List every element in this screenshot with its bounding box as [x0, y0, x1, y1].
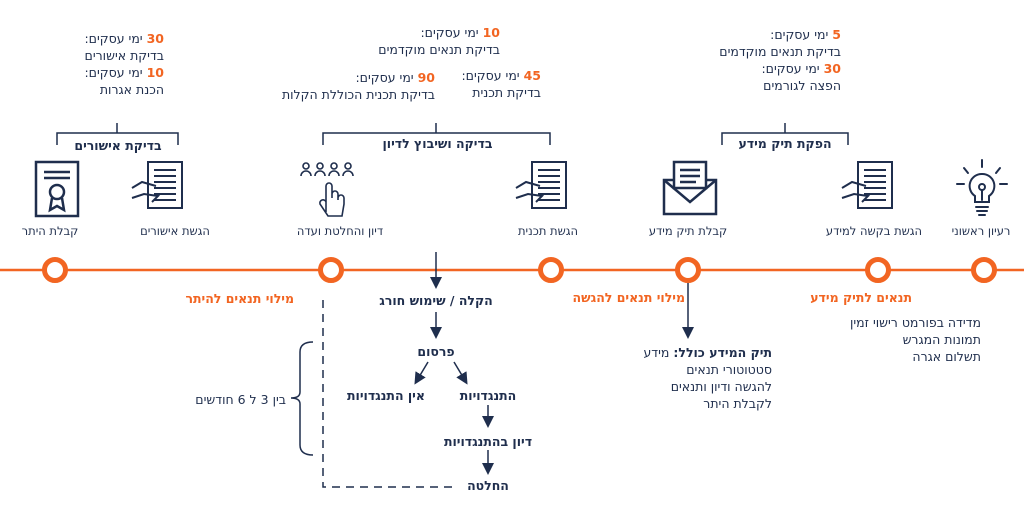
timing-review-b: 45 ימי עסקים: בדיקת תכנית: [461, 68, 541, 100]
document-hand-icon: [131, 161, 183, 209]
timeline-node-initial-idea: [971, 257, 997, 283]
info-file-conditions-title: תנאים לתיק מידע: [810, 290, 912, 305]
submission-conditions: מילוי תנאים להגשה: [572, 290, 685, 305]
duration-brace: [290, 341, 314, 456]
step-plan-submission: הגשת תכנית: [518, 224, 578, 238]
step-info-file-receipt: קבלת תיק מידע: [648, 224, 728, 238]
flow-objections-hearing: דיון בהתנגדויות: [443, 434, 533, 449]
timing-review-a: 10 ימי עסקים: בדיקת תנאים מוקדמים: [378, 25, 500, 57]
timing-review-c: 90 ימי עסקים: בדיקת תכנית הכוללת הקלות: [281, 70, 435, 102]
timing-approvals: 30 ימי עסקים: בדיקת אישורים 10 ימי עסקים…: [84, 31, 164, 97]
envelope-icon: [662, 160, 718, 216]
flow-duration: בין 3 ל 6 חודשים: [195, 392, 286, 407]
permit-conditions: מילוי תנאים להיתר: [185, 291, 294, 306]
dashed-return: [322, 296, 452, 488]
phase-approvals-check: בדיקת אישורים: [74, 138, 162, 153]
timing-info-file: 5 ימי עסקים: בדיקת תנאים מוקדמים 30 ימי …: [719, 27, 841, 93]
step-info-request: הגשת בקשה למידע: [825, 224, 923, 238]
flow-publication: פרסום: [417, 344, 455, 359]
lightbulb-icon: [956, 159, 1008, 216]
people-hand-icon: [300, 162, 354, 217]
step-initial-idea: רעיון ראשוני: [951, 224, 1011, 238]
step-approvals-submission: הגשת אישורים: [140, 224, 210, 238]
timeline-node-committee: [318, 257, 344, 283]
phase-review-scheduling: בדיקה ושיבוץ לדיון: [382, 136, 493, 151]
document-hand-icon: [841, 161, 893, 209]
info-file-conditions-list: מדידה בפורמט רישוי זמין תמונות המגרש תשל…: [849, 315, 981, 364]
flow-objections: התנגדויות: [459, 388, 517, 403]
timeline-node-plan-submission: [538, 257, 564, 283]
document-hand-icon: [515, 161, 567, 209]
phase-info-file-issue: הפקת תיק מידע: [738, 136, 832, 151]
timeline-node-permit: [42, 257, 68, 283]
flow-decision: החלטה: [467, 478, 509, 493]
step-permit-receipt: קבלת היתר: [21, 224, 79, 238]
timeline-node-info-file: [675, 257, 701, 283]
info-file-includes: תיק המידע כולל: מידע סטטוטורי תנאים להגש…: [643, 345, 772, 411]
flow-no-objections: אין התנגדויות: [347, 388, 425, 403]
step-committee-decision: דיון והחלטת ועדה: [296, 224, 384, 238]
certificate-icon: [34, 160, 80, 218]
timeline-node-info-request: [865, 257, 891, 283]
flow-relief: הקלה / שימוש חורג: [379, 293, 493, 308]
